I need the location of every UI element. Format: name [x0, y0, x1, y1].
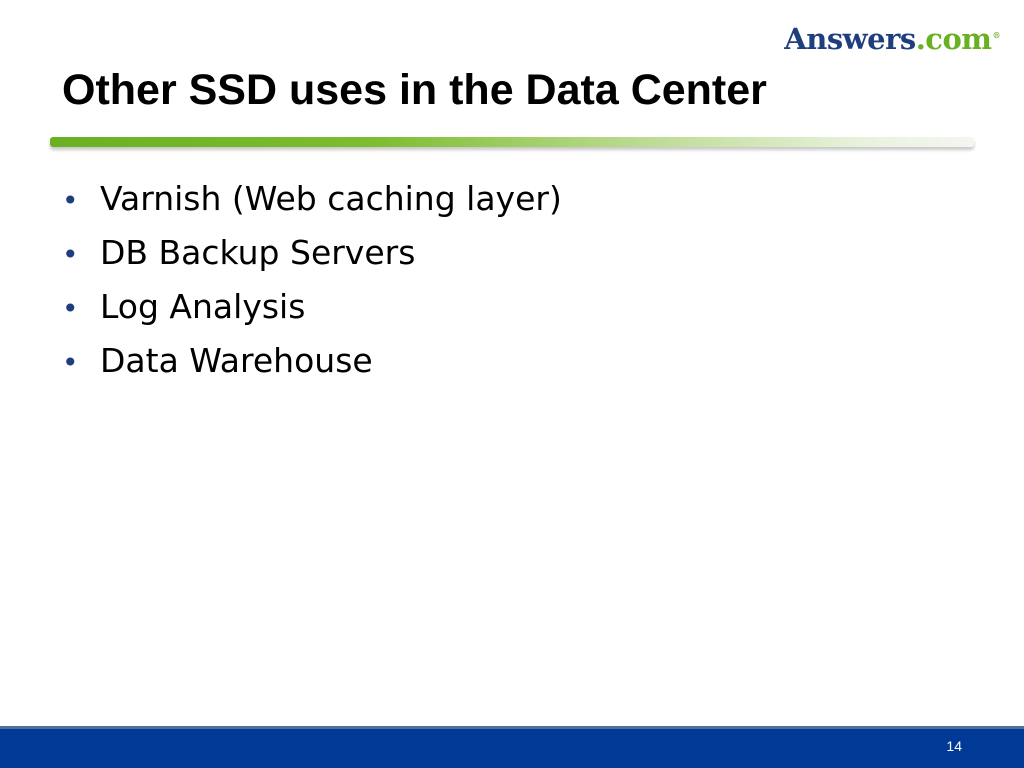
bullet-icon: • — [62, 184, 79, 217]
answers-com-logo: Answers.com® — [784, 22, 1000, 56]
bullet-text: Data Warehouse — [100, 341, 373, 380]
logo-brand-text: Answers — [784, 22, 916, 56]
bullet-icon: • — [62, 238, 79, 271]
bullet-item: • Varnish (Web caching layer) — [62, 172, 562, 226]
bullet-item: • Data Warehouse — [62, 334, 562, 388]
bullet-item: • DB Backup Servers — [62, 226, 562, 280]
bullet-list: • Varnish (Web caching layer) • DB Backu… — [62, 172, 562, 388]
logo-tld-text: .com — [915, 22, 992, 56]
bullet-icon: • — [62, 346, 79, 379]
footer-bar: 14 — [0, 726, 1024, 768]
bullet-item: • Log Analysis — [62, 280, 562, 334]
bullet-text: Varnish (Web caching layer) — [100, 179, 562, 218]
bullet-text: Log Analysis — [100, 287, 306, 326]
bullet-text: DB Backup Servers — [100, 233, 416, 272]
slide-title: Other SSD uses in the Data Center — [62, 66, 767, 114]
slide-number: 14 — [946, 738, 962, 754]
title-underline-divider — [50, 137, 974, 147]
bullet-icon: • — [62, 292, 79, 325]
logo-registered-mark: ® — [992, 30, 1001, 41]
